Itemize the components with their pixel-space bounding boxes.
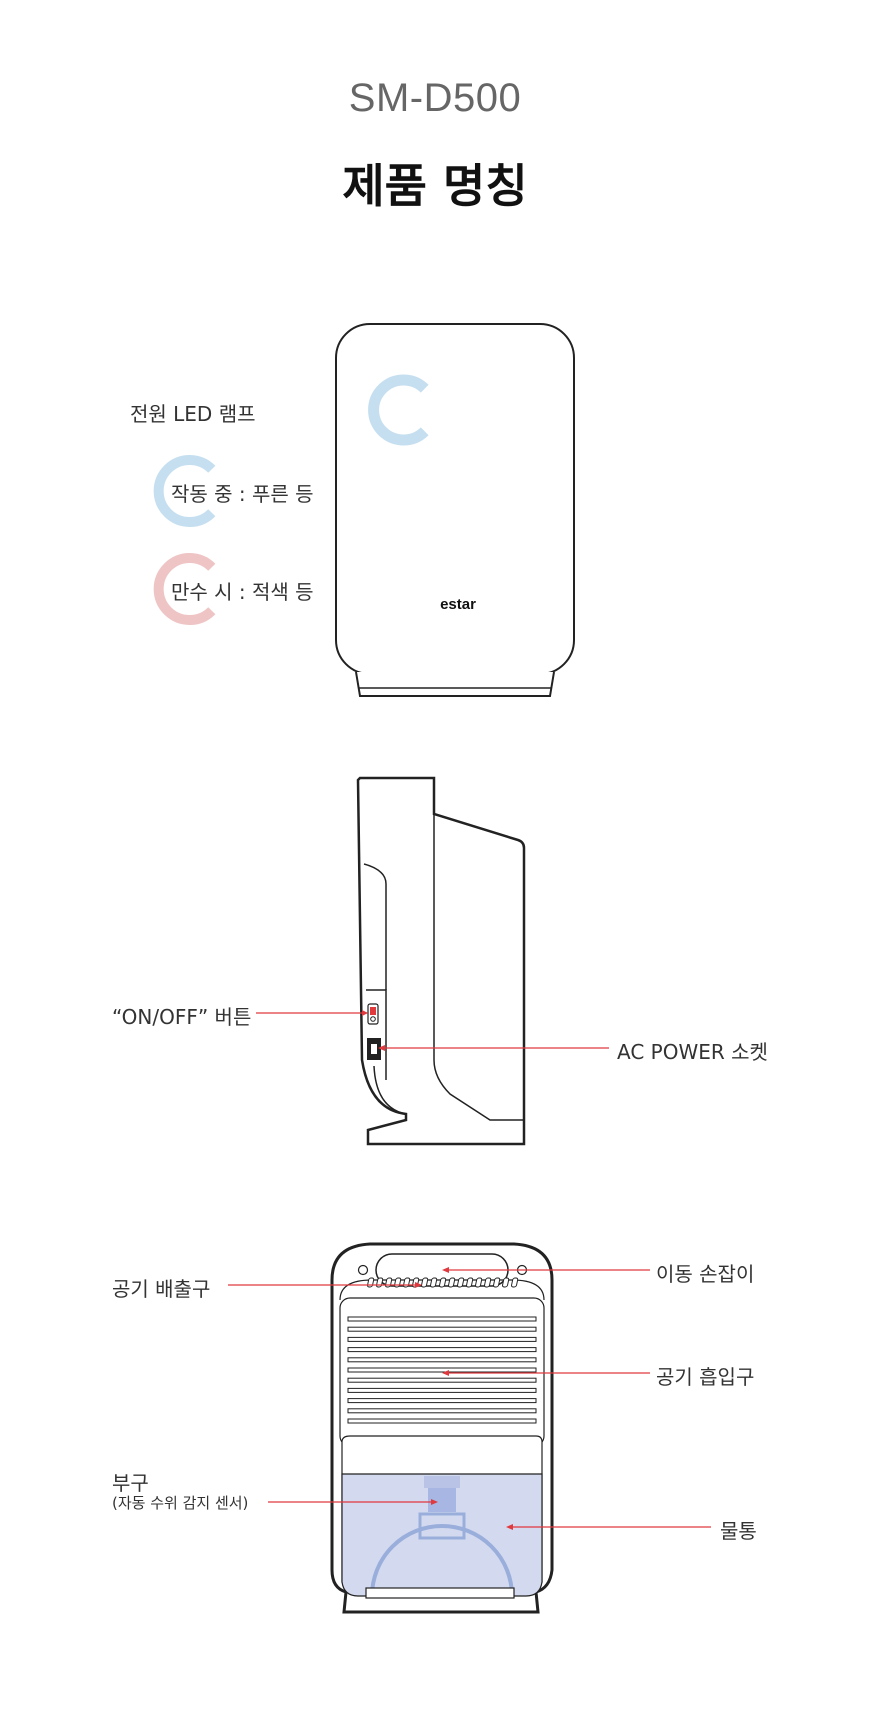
callouts [228,1010,711,1530]
grille-slat [347,1408,537,1414]
led-red-icon [153,553,216,625]
grille-slat [347,1418,537,1424]
front-view [153,323,575,697]
front-body [335,323,575,675]
float-description: (자동 수위 감지 센서) [112,1494,249,1512]
vent-slot [502,1277,510,1288]
led-heading: 전원 LED 램프 [130,402,256,426]
vent-slot [439,1277,447,1288]
vent-slot [430,1277,438,1288]
grille-slat [347,1316,537,1322]
led-full-label: 만수 시 : 적색 등 [171,580,314,604]
air-inlet-label: 공기 흡입구 [656,1365,755,1389]
air-inlet-grille [347,1316,537,1424]
carry-handle-label: 이동 손잡이 [656,1262,755,1286]
vent-slot [466,1277,474,1288]
front-base [355,671,555,697]
ac-power-socket-label: AC POWER 소켓 [617,1040,768,1064]
grille-slat [347,1347,537,1353]
front-led-ring [368,374,429,446]
float-label: 부구 [112,1471,149,1495]
grille-slat [347,1398,537,1404]
side-body [356,776,526,1146]
grille-slat [347,1357,537,1363]
air-outlet-label: 공기 배출구 [112,1277,211,1301]
led-operating-label: 작동 중 : 푸른 등 [171,482,314,506]
grille-slat [347,1367,537,1373]
grille-slat [347,1326,537,1332]
vent-slot [493,1277,501,1288]
on-off-button-label: “ON/OFF” 버튼 [112,1005,252,1029]
side-view [356,776,526,1146]
back-view [330,1242,554,1614]
vent-slot [457,1277,465,1288]
grille-slat [347,1377,537,1383]
model-name: SM-D500 [348,76,522,120]
grille-slat [347,1387,537,1393]
water-tank-label: 물통 [720,1519,757,1543]
page-title: 제품 명칭 [342,159,528,213]
vent-slot [511,1277,519,1288]
vent-slot [421,1277,429,1288]
led-blue-icon [153,455,216,527]
brand-logo: estar [440,596,476,613]
vent-slot [448,1277,456,1288]
grille-slat [347,1336,537,1342]
vent-slot [475,1277,483,1288]
vent-slot [484,1277,492,1288]
air-outlet-vents [367,1277,519,1288]
